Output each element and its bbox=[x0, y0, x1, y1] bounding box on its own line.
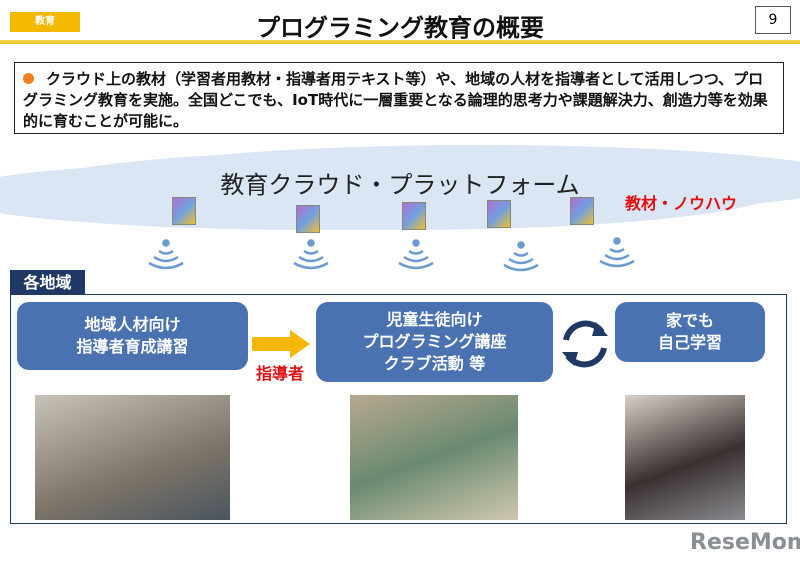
cloud-shape bbox=[20, 150, 780, 230]
intro-text: クラウド上の教材（学習者用教材・指導者用テキスト等）や、地域の人材を指導者として… bbox=[23, 70, 768, 130]
wifi-icon bbox=[148, 239, 184, 270]
wifi-icon bbox=[599, 237, 635, 268]
student-course-box: 児童生徒向け プログラミング講座 クラブ活動 等 bbox=[316, 302, 553, 382]
page-title: プログラミング教育の概要 bbox=[256, 14, 544, 42]
resemom-logo: ReseMom bbox=[690, 530, 800, 555]
training-photo bbox=[35, 395, 230, 520]
cycle-arrows-icon bbox=[562, 320, 608, 368]
bullet-icon bbox=[23, 73, 34, 84]
cloud-title: 教育クラウド・プラットフォーム bbox=[220, 171, 580, 199]
region-frame bbox=[10, 294, 787, 524]
material-icon bbox=[296, 205, 320, 233]
materials-label: 教材・ノウハウ bbox=[625, 194, 738, 213]
material-icon bbox=[487, 200, 511, 228]
leader-training-box: 地域人材向け 指導者育成講習 bbox=[17, 302, 248, 370]
wifi-icon bbox=[293, 239, 329, 270]
intro-box: クラウド上の教材（学習者用教材・指導者用テキスト等）や、地域の人材を指導者として… bbox=[14, 62, 784, 134]
arrow-right-icon bbox=[290, 330, 310, 358]
students-photo bbox=[350, 395, 518, 520]
category-tag: 教育 bbox=[10, 12, 80, 32]
arrow-shaft bbox=[252, 337, 292, 351]
home-study-box: 家でも 自己学習 bbox=[615, 302, 765, 362]
header-rule bbox=[0, 40, 800, 44]
page-number: 9 bbox=[755, 6, 791, 34]
home-study-photo bbox=[625, 395, 745, 520]
material-icon bbox=[402, 202, 426, 230]
wifi-icon bbox=[503, 241, 539, 272]
material-icon bbox=[172, 197, 196, 225]
wifi-icons bbox=[148, 237, 635, 272]
wifi-icon bbox=[398, 239, 434, 270]
region-label: 各地域 bbox=[10, 270, 85, 295]
leader-label: 指導者 bbox=[256, 364, 305, 383]
material-icon bbox=[570, 197, 594, 225]
